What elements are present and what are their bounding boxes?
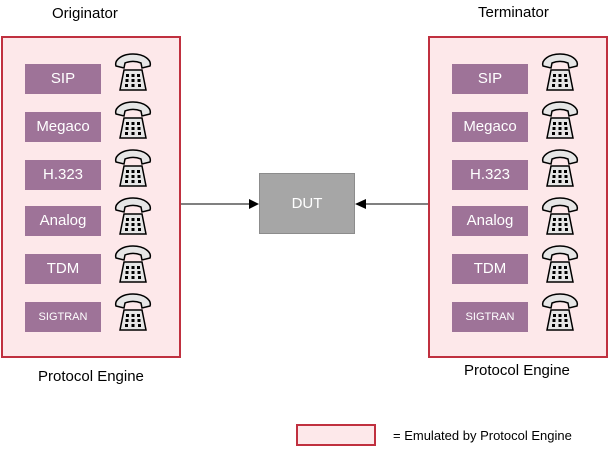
terminator-title: Terminator: [478, 4, 549, 21]
originator-protocol-megaco: Megaco: [25, 112, 101, 142]
telephone-icon: [110, 50, 156, 96]
originator-caption: Protocol Engine: [38, 368, 144, 385]
legend-swatch: [296, 424, 376, 446]
telephone-icon: [110, 194, 156, 240]
terminator-protocol-h323: H.323: [452, 160, 528, 190]
telephone-icon: [537, 146, 583, 192]
telephone-icon: [537, 98, 583, 144]
terminator-protocol-analog: Analog: [452, 206, 528, 236]
telephone-icon: [537, 50, 583, 96]
originator-protocol-h323: H.323: [25, 160, 101, 190]
telephone-icon: [110, 242, 156, 288]
telephone-icon: [110, 290, 156, 336]
terminator-protocol-sip: SIP: [452, 64, 528, 94]
terminator-caption: Protocol Engine: [464, 362, 570, 379]
arrowhead-icon: [249, 199, 259, 209]
telephone-icon: [537, 242, 583, 288]
terminator-protocol-megaco: Megaco: [452, 112, 528, 142]
dut-box: DUT: [259, 173, 355, 234]
terminator-protocol-tdm: TDM: [452, 254, 528, 284]
legend-text: = Emulated by Protocol Engine: [393, 428, 572, 443]
originator-protocol-tdm: TDM: [25, 254, 101, 284]
terminator-protocol-sigtran: SIGTRAN: [452, 302, 528, 332]
telephone-icon: [537, 194, 583, 240]
originator-title: Originator: [52, 5, 118, 22]
originator-protocol-sigtran: SIGTRAN: [25, 302, 101, 332]
terminator-panel: SIP Megaco H.323 Analog TDM SIGTRAN: [428, 36, 608, 358]
telephone-icon: [110, 98, 156, 144]
telephone-icon: [110, 146, 156, 192]
telephone-icon: [537, 290, 583, 336]
originator-protocol-sip: SIP: [25, 64, 101, 94]
originator-protocol-analog: Analog: [25, 206, 101, 236]
arrowhead-icon: [355, 199, 366, 209]
